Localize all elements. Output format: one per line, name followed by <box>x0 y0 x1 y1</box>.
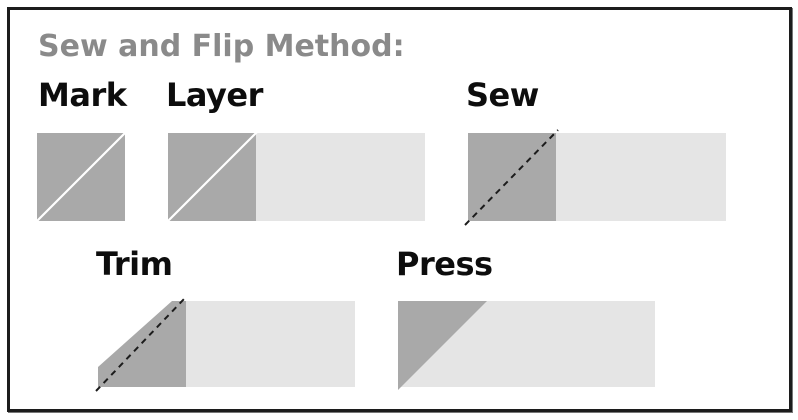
step-label-trim: Trim <box>96 245 173 283</box>
step-label-layer: Layer <box>166 76 263 114</box>
trim-step-graphic <box>95 297 355 392</box>
mark-step-graphic <box>35 131 127 223</box>
step-label-press: Press <box>396 245 493 283</box>
background-fabric-rectangle <box>186 301 355 387</box>
pressed-triangle-corner <box>398 301 487 390</box>
marked-diagonal-line <box>166 131 258 223</box>
marked-diagonal-line <box>35 131 127 223</box>
stitched-diagonal-line <box>464 129 559 226</box>
background-fabric-rectangle <box>256 133 425 221</box>
step-label-sew: Sew <box>466 76 539 114</box>
diagram-title: Sew and Flip Method: <box>38 29 405 64</box>
background-fabric-rectangle <box>556 133 726 221</box>
press-step-graphic <box>398 301 655 390</box>
sew-step-graphic <box>464 129 726 226</box>
step-label-mark: Mark <box>38 76 127 114</box>
layer-step-graphic <box>166 131 425 223</box>
